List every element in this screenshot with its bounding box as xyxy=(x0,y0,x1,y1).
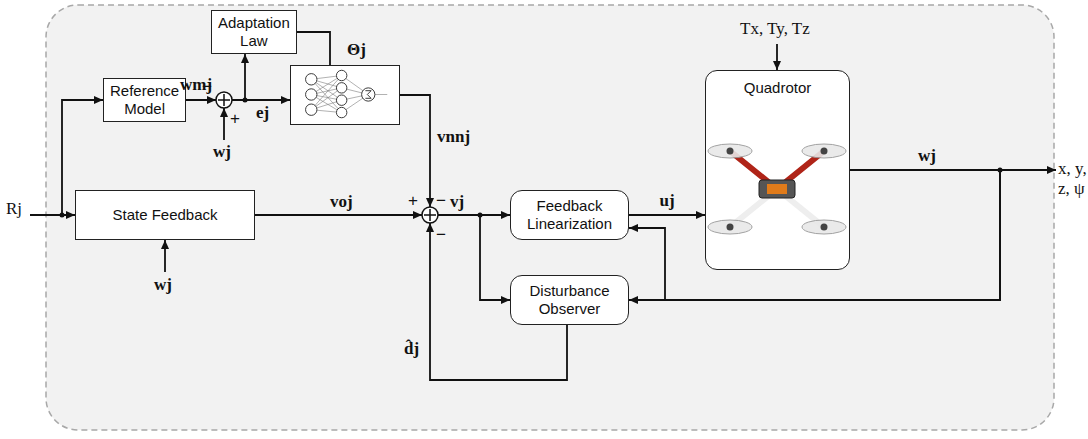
sign-label: + xyxy=(230,110,240,129)
box-label: Feedback Linearization xyxy=(511,197,628,233)
box-label: Quadrotor xyxy=(740,79,816,97)
parameter-label: Θj xyxy=(343,40,370,60)
process-box: Reference Model xyxy=(103,78,186,122)
signal-label: vnnj xyxy=(437,128,470,147)
signal-label: wj xyxy=(918,147,936,166)
process-box: Adaptation Law xyxy=(211,10,297,54)
plant-box: Quadrotor xyxy=(705,70,850,270)
quadrotor-illustration xyxy=(706,71,848,268)
box-label: Adaptation Law xyxy=(212,14,296,50)
signal-label: uj xyxy=(659,192,674,211)
signal-connector xyxy=(297,32,330,65)
signal-connector xyxy=(629,214,705,216)
signal-label: d̂j xyxy=(404,340,419,359)
signal-label: ej xyxy=(256,104,269,123)
signal-wires xyxy=(30,44,1056,380)
signal-label: Tx, Ty, Tz xyxy=(740,20,810,39)
neural-network-icon xyxy=(291,66,398,123)
signal-label: wj xyxy=(213,143,231,162)
signal-label: x, y, xyxy=(1058,160,1087,179)
controller-region xyxy=(46,5,1054,430)
sign-label: + xyxy=(408,192,418,211)
box-label: State Feedback xyxy=(108,206,221,224)
signal-label: vj xyxy=(450,193,464,212)
process-box: Disturbance Observer xyxy=(510,275,629,325)
sign-label: − xyxy=(436,226,446,245)
sign-label: − xyxy=(436,192,446,211)
process-box: State Feedback xyxy=(75,190,255,240)
signal-label: wj xyxy=(154,276,172,295)
box-label: Disturbance Observer xyxy=(511,282,628,318)
signal-label: voj xyxy=(330,193,353,212)
sign-label: − xyxy=(202,78,212,97)
signal-label: z, ψ xyxy=(1058,180,1085,199)
signal-label: Rj xyxy=(6,200,22,219)
box-label: Reference Model xyxy=(104,82,185,118)
neural-network-box: Θj xyxy=(290,65,400,125)
process-box: Feedback Linearization xyxy=(510,190,629,240)
